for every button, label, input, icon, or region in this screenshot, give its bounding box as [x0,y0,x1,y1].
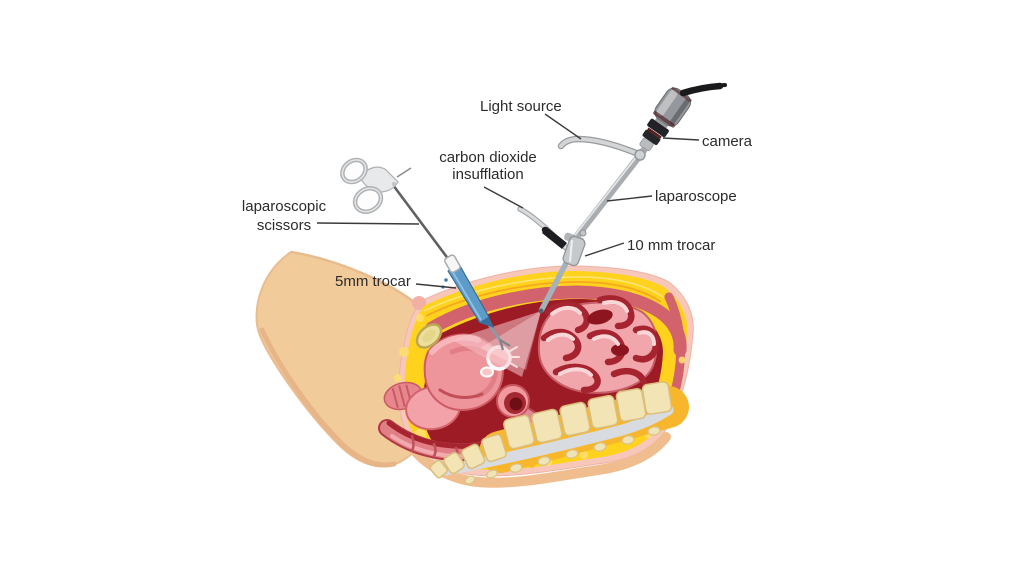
leader-scissors [316,222,420,225]
leader-laparoscope [606,195,653,202]
view-light-cone [452,311,541,377]
spine [429,381,689,485]
label-leader-lines [316,113,700,289]
leader-light-source [544,113,582,140]
leader-camera [662,137,700,141]
trocar-5mm-instrument [441,254,494,328]
label-co2-insufflation: carbon dioxide insufflation [428,149,548,183]
label-laparoscopic-scissors: laparoscopic scissors [234,197,334,235]
leader-10mm-trocar [584,242,625,257]
label-5mm-trocar: 5mm trocar [335,273,411,290]
label-co2-line1: carbon dioxide [439,149,537,166]
scissors-tip-inside [487,324,511,351]
light-source-cable [557,135,646,161]
label-camera: camera [702,133,753,150]
label-scissors-line1: laparoscopic [241,198,327,215]
leader-co2 [483,186,524,209]
patient-thigh [255,250,440,468]
laparoscopic-scissors-instrument [340,157,454,265]
label-laparoscope: laparoscope [655,188,737,205]
small-intestine [537,295,660,394]
camera-head [639,82,727,152]
label-10mm-trocar: 10 mm trocar [627,237,716,254]
trocar-10mm-instrument [541,226,587,267]
laparoscope-instrument [538,146,648,314]
label-co2-line2: insufflation [452,166,524,183]
label-light-source: Light source [480,98,562,115]
abdominal-cross-section [378,265,694,488]
leader-5mm-trocar [415,283,457,289]
label-scissors-line2: scissors [256,217,312,234]
